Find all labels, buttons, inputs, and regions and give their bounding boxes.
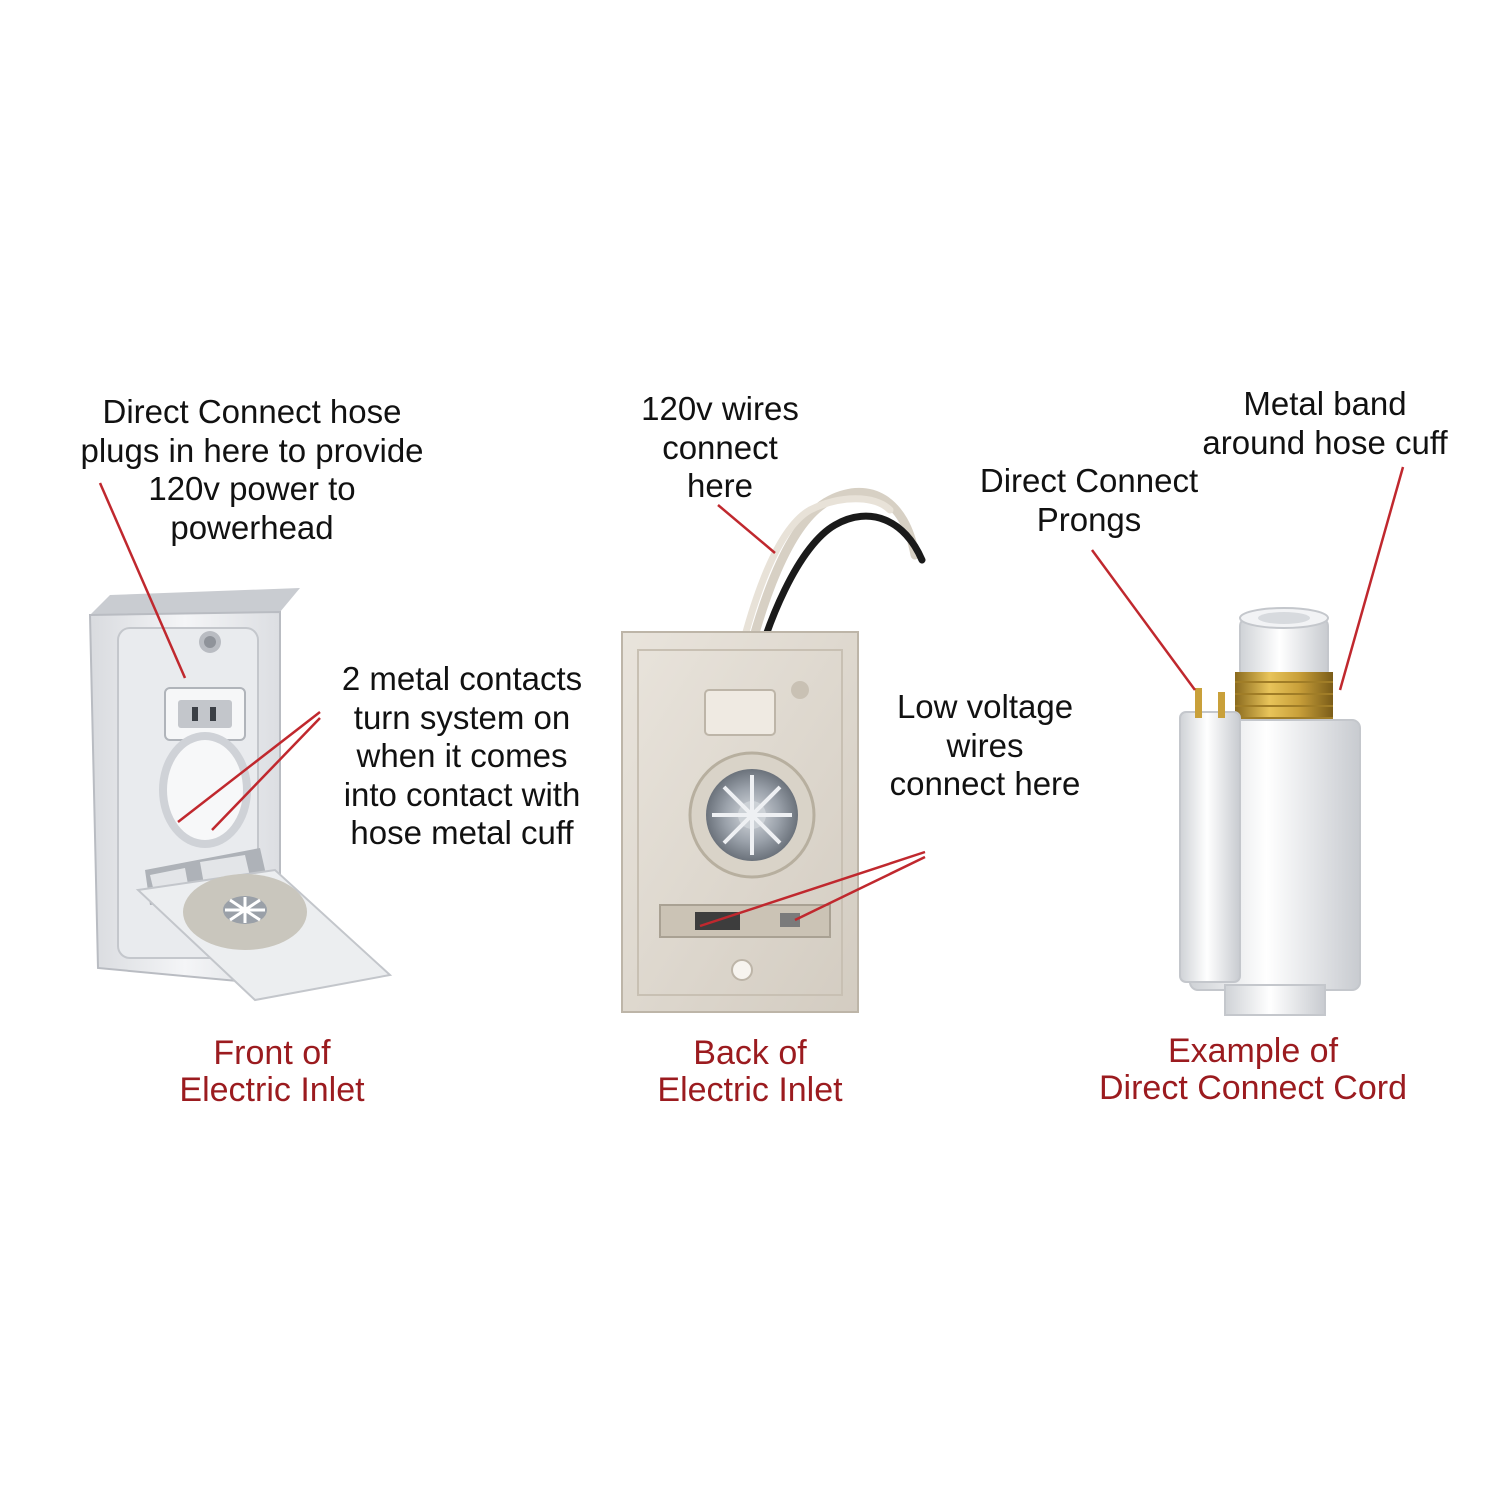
label-120v-wires: 120v wires connect here [641, 390, 799, 504]
leader-metal-band [1338, 466, 1405, 691]
leader-low-voltage-2 [794, 855, 926, 922]
caption-cord: Example of Direct Connect Cord [1098, 1032, 1407, 1107]
leader-prongs [1090, 549, 1197, 691]
leader-contact-1 [177, 711, 321, 823]
leader-hose-plug [98, 482, 187, 679]
label-prongs: Direct Connect Prongs [979, 462, 1199, 538]
label-metal-band: Metal band around hose cuff [1202, 385, 1448, 461]
cord-image [1179, 607, 1361, 1016]
back-inlet-image [621, 487, 926, 1013]
leader-contact-2 [211, 717, 321, 831]
label-hose-plug: Direct Connect hose plugs in here to pro… [80, 393, 424, 546]
caption-front-inlet: Front of Electric Inlet [179, 1034, 365, 1109]
label-low-voltage: Low voltage wires connect here [889, 688, 1081, 802]
leader-lines [98, 466, 1405, 928]
leader-low-voltage-1 [699, 850, 926, 928]
front-inlet-image [88, 588, 393, 1002]
label-metal-contacts: 2 metal contacts turn system on when it … [341, 660, 583, 851]
leader-120v-wires [717, 504, 776, 554]
caption-back-inlet: Back of Electric Inlet [657, 1034, 843, 1109]
